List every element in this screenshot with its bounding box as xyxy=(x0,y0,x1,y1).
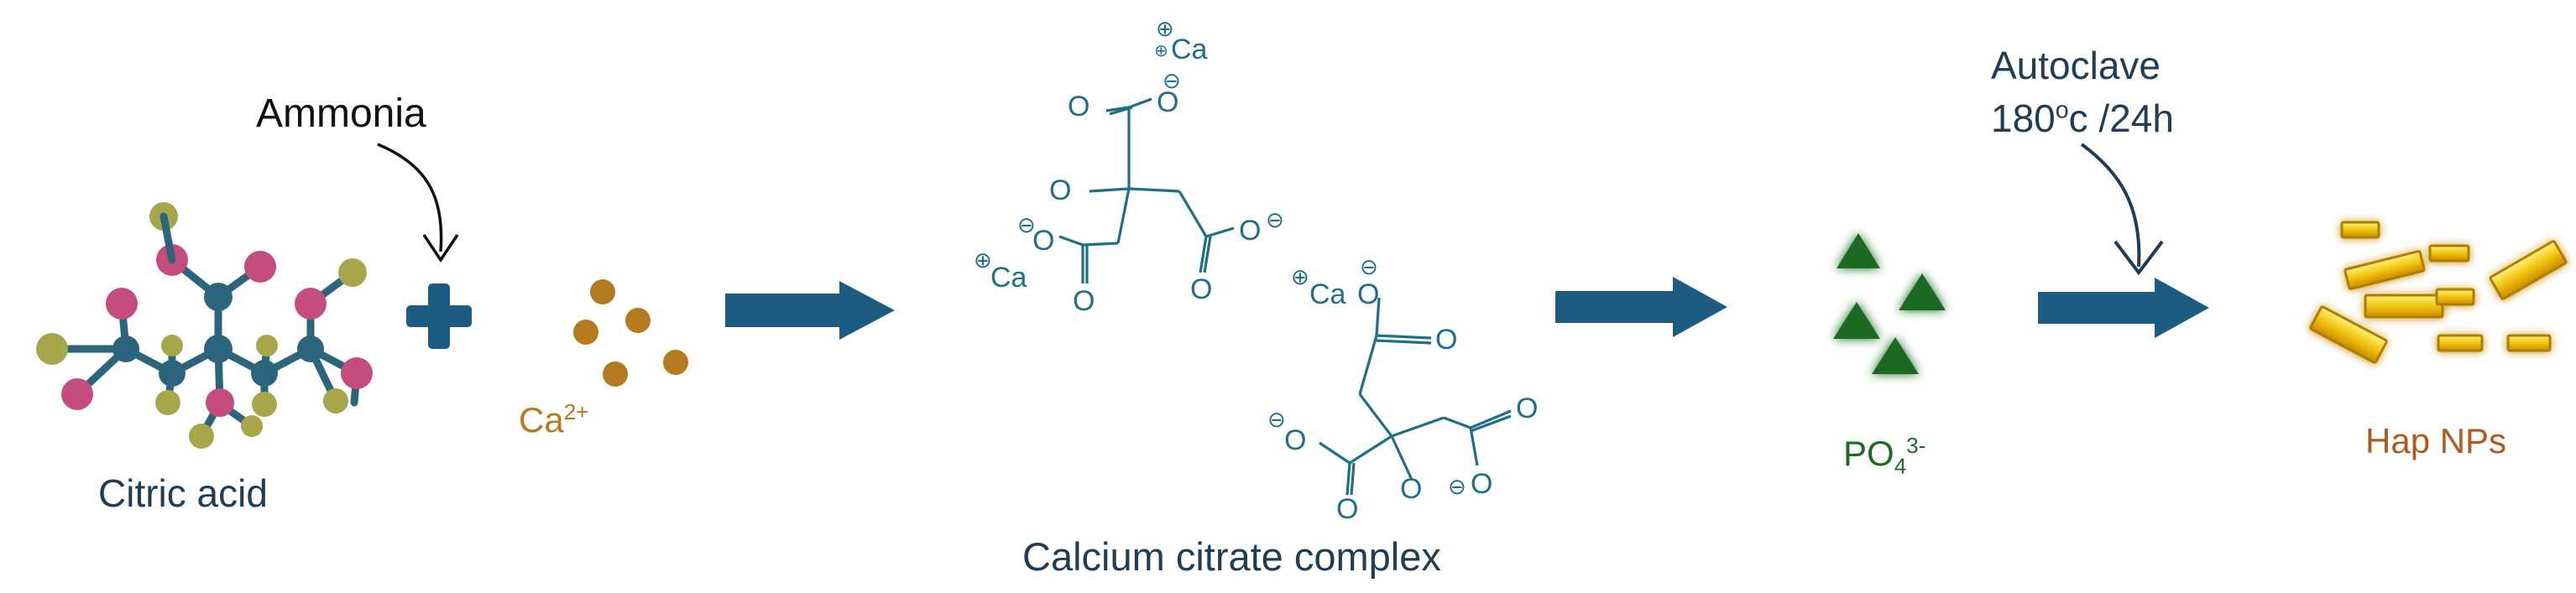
ammonia-addition-arrow-icon xyxy=(377,143,459,263)
oxygen-atom: O xyxy=(1400,473,1423,505)
oxygen-atom: O xyxy=(1049,174,1072,206)
hap-nanoparticles-icon xyxy=(2309,221,2568,364)
phosphate-label: PO43- xyxy=(1843,433,1926,479)
autoclave-arrow-icon xyxy=(2080,143,2164,276)
oxygen-atom: O xyxy=(1284,424,1307,456)
charge-plus: ⊕ xyxy=(1291,265,1309,290)
reaction-arrow-3-icon xyxy=(2038,278,2209,338)
plus-icon xyxy=(406,283,472,349)
charge-minus: ⊖ xyxy=(1266,208,1284,233)
reaction-arrow-2-icon xyxy=(1555,277,1727,337)
calcium-atom: Ca xyxy=(1309,278,1346,310)
complex-title-label: Calcium citrate complex xyxy=(1022,534,1441,579)
oxygen-atom: O xyxy=(1239,215,1262,247)
citrate-structure-lower xyxy=(1319,297,1512,496)
oxygen-atom: O xyxy=(1336,493,1359,525)
phosphate-ions-icon xyxy=(1833,233,1946,374)
charge-plus: ⊕ xyxy=(974,248,992,273)
oxygen-atom: O xyxy=(1435,324,1458,356)
oxygen-atom: O xyxy=(1032,225,1055,257)
charge-plus: ⊕ xyxy=(1156,17,1174,42)
calcium-ions-icon xyxy=(573,279,688,387)
autoclave-condition-label: 180oc /24h xyxy=(1991,96,2174,140)
oxygen-atom: O xyxy=(1157,86,1179,118)
oxygen-atom: O xyxy=(1357,278,1380,310)
oxygen-atom: O xyxy=(1516,393,1539,424)
charge-minus: ⊖ xyxy=(1163,69,1181,94)
oxygen-atom: O xyxy=(1073,285,1095,317)
hap-nps-label: Hap NPs xyxy=(2365,421,2507,460)
charge-minus: ⊖ xyxy=(1360,255,1378,280)
oxygen-atom: O xyxy=(1471,468,1493,500)
ammonia-label: Ammonia xyxy=(256,91,426,136)
citric-acid-label: Citric acid xyxy=(98,471,268,515)
oxygen-atom: O xyxy=(1068,91,1090,122)
charge-minus: ⊖ xyxy=(1267,408,1286,433)
charge-minus: ⊖ xyxy=(1017,213,1036,238)
calcium-atom: Ca xyxy=(990,262,1027,294)
reaction-arrow-1-icon xyxy=(725,281,895,340)
oxygen-atom: O xyxy=(1190,273,1213,305)
calcium-ion-label: Ca2+ xyxy=(519,399,589,440)
calcium-atom: Ca xyxy=(1171,34,1208,65)
autoclave-label: Autoclave xyxy=(1991,44,2161,87)
charge-minus: ⊖ xyxy=(1448,475,1466,500)
charge-plus: ⊕ xyxy=(1154,40,1168,60)
citric-acid-molecule-icon xyxy=(36,202,373,449)
citrate-structure-upper xyxy=(1058,97,1235,283)
